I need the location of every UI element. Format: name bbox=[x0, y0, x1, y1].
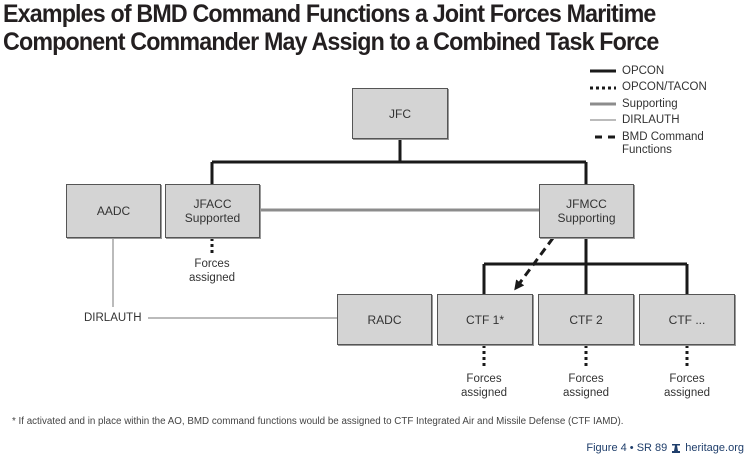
legend-label-opcon-tacon: OPCON/TACON bbox=[622, 81, 707, 93]
footnote: * If activated and in place within the A… bbox=[12, 416, 624, 427]
node-ctf2: CTF 2 bbox=[538, 294, 634, 345]
forces-dotted-lines bbox=[210, 238, 689, 368]
forces-label-line1: Forces bbox=[194, 258, 230, 270]
node-jfmcc-label-2: Supporting bbox=[557, 211, 616, 225]
dirlauth-label: DIRLAUTH bbox=[84, 312, 142, 324]
bmd-command-arrow bbox=[514, 237, 555, 291]
figure-reference: Figure 4 • SR 89 bbox=[586, 442, 668, 454]
forces-label-line2: assigned bbox=[562, 387, 610, 399]
node-ctf1: CTF 1* bbox=[437, 294, 533, 345]
node-jfmcc: JFMCC Supporting bbox=[539, 184, 634, 238]
node-radc: RADC bbox=[337, 294, 432, 345]
liberty-bell-icon bbox=[672, 443, 681, 453]
title-line-1: Examples of BMD Command Functions a Join… bbox=[3, 0, 656, 28]
node-ctf-more: CTF ... bbox=[639, 294, 735, 345]
forces-label-line1: Forces bbox=[568, 373, 604, 385]
legend-label-opcon: OPCON bbox=[622, 65, 665, 77]
forces-label-line2: assigned bbox=[663, 387, 711, 399]
legend-label-bmd-line2: Functions bbox=[622, 144, 672, 156]
forces-label-line2: assigned bbox=[460, 387, 508, 399]
legend-label-dirlauth: DIRLAUTH bbox=[622, 114, 680, 126]
node-jfacc-label-2: Supported bbox=[184, 211, 241, 225]
legend-label-supporting: Supporting bbox=[622, 98, 678, 110]
node-ctf2-label: CTF 2 bbox=[569, 312, 603, 327]
node-aadc-label: AADC bbox=[96, 204, 131, 218]
legend-swatches bbox=[590, 69, 616, 139]
node-aadc: AADC bbox=[66, 184, 161, 238]
diagram-title: Examples of BMD Command Functions a Join… bbox=[3, 0, 659, 56]
forces-assigned-ctf2: Forces assigned bbox=[556, 372, 616, 400]
forces-assigned-jfacc: Forces assigned bbox=[182, 257, 242, 285]
heritage-link[interactable]: heritage.org bbox=[685, 442, 744, 454]
node-jfacc-label-1: JFACC bbox=[193, 197, 232, 211]
node-jfc-label: JFC bbox=[389, 106, 411, 121]
credit: Figure 4 • SR 89 heritage.org bbox=[586, 442, 744, 454]
legend-label-bmd-line1: BMD Command bbox=[622, 131, 704, 143]
node-jfc: JFC bbox=[352, 88, 448, 139]
legend-label-bmd: BMD Command Functions bbox=[622, 131, 704, 157]
forces-label-line1: Forces bbox=[669, 373, 705, 385]
node-jfmcc-label-1: JFMCC bbox=[566, 197, 607, 211]
forces-assigned-ctf-more: Forces assigned bbox=[657, 372, 717, 400]
forces-label-line2: assigned bbox=[188, 272, 236, 284]
node-ctf-more-label: CTF ... bbox=[668, 312, 706, 327]
node-radc-label: RADC bbox=[367, 312, 402, 327]
node-jfacc: JFACC Supported bbox=[165, 184, 260, 238]
node-ctf1-label: CTF 1* bbox=[465, 312, 504, 327]
opcon-lines bbox=[210, 138, 689, 295]
forces-label-line1: Forces bbox=[466, 373, 502, 385]
forces-assigned-ctf1: Forces assigned bbox=[454, 372, 514, 400]
title-line-2: Component Commander May Assign to a Comb… bbox=[3, 28, 659, 56]
